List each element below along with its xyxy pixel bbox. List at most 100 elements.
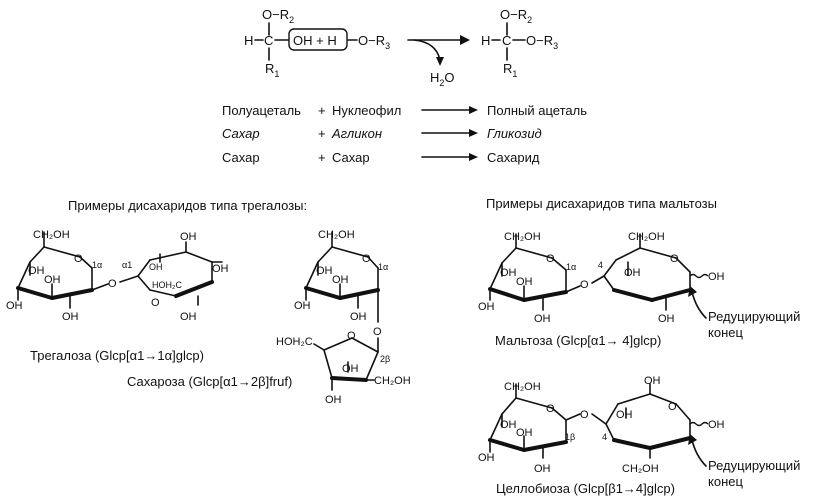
svg-text:O: O: [108, 278, 117, 290]
svg-text:O: O: [670, 253, 679, 265]
reaction-scheme: O−R2 H C OH + H O−R3 R1 H2O O−R2 H C O−R…: [244, 7, 558, 88]
svg-text:OH: OH: [180, 311, 197, 323]
left-c: C: [264, 33, 273, 48]
left-h: H: [244, 33, 253, 48]
row-1-a: Полуацеталь: [222, 103, 301, 118]
right-r1: R1: [503, 61, 517, 79]
right-h: H: [481, 33, 490, 48]
svg-text:4: 4: [602, 432, 607, 442]
svg-text:OH: OH: [316, 265, 333, 277]
svg-text:OH: OH: [534, 313, 551, 325]
cellobiose-structure: O CH₂OH OH OH OH OH 1β O 4 O OH OH CH₂OH…: [478, 375, 800, 496]
svg-text:O: O: [373, 326, 382, 338]
svg-text:OH: OH: [644, 375, 661, 387]
row-1-result: Полный ацеталь: [487, 103, 587, 118]
sucrose-structure: O CH₂OH OH OH OH OH 1α O O 2β HOH₂C OH O…: [127, 229, 411, 406]
svg-text:CH₂OH: CH₂OH: [318, 229, 355, 241]
right-o-r2: O−R2: [500, 7, 532, 25]
trehalose-structure: O CH₂OH OH OH OH OH 1α O α1 O OH OH OH H…: [6, 229, 229, 363]
row-3-plus: +: [318, 150, 326, 165]
svg-text:4: 4: [598, 260, 603, 270]
svg-text:OH: OH: [534, 463, 551, 475]
row-1-b: Нуклеофил: [332, 103, 401, 118]
row-3-a: Сахар: [222, 150, 260, 165]
cellobiose-reducing-label-1: Редуцирующий: [708, 458, 800, 473]
svg-text:CH₂OH: CH₂OH: [622, 463, 659, 475]
maltose-reducing-label-1: Редуцирующий: [708, 309, 800, 324]
caption-trehalose: Трегалоза (Glcp[α1→1α]glcp): [30, 348, 204, 363]
svg-text:O: O: [347, 330, 356, 342]
maltose-structure: O CH₂OH OH OH OH OH 1α O 4 O CH₂OH OH OH…: [478, 231, 800, 348]
maltose-reducing-label-2: конец: [708, 325, 743, 340]
svg-text:CH₂OH: CH₂OH: [374, 375, 411, 387]
svg-text:1α: 1α: [92, 260, 102, 270]
analogy-rows: Полуацеталь + Нуклеофил Полный ацеталь С…: [222, 103, 587, 165]
svg-text:OH: OH: [149, 262, 163, 272]
left-r1: R1: [265, 61, 279, 79]
svg-text:OH: OH: [332, 274, 349, 286]
svg-text:OH: OH: [180, 231, 197, 243]
svg-text:O: O: [580, 409, 589, 421]
svg-text:OH: OH: [44, 274, 61, 286]
svg-text:O: O: [546, 253, 555, 265]
svg-text:O: O: [151, 297, 160, 309]
row-2-b: Агликон: [331, 126, 382, 141]
svg-text:OH: OH: [478, 452, 495, 464]
svg-text:OH: OH: [62, 311, 79, 323]
heading-maltose-type: Примеры дисахаридов типа мальтозы: [486, 196, 717, 211]
svg-text:O: O: [580, 279, 589, 291]
svg-text:CH₂OH: CH₂OH: [33, 229, 70, 241]
svg-text:OH: OH: [342, 363, 359, 375]
svg-text:CH₂OH: CH₂OH: [504, 231, 541, 243]
svg-text:OH: OH: [212, 263, 229, 275]
svg-text:OH: OH: [500, 419, 517, 431]
row-1-plus: +: [318, 103, 326, 118]
svg-text:O: O: [74, 253, 83, 265]
right-o-r3: O−R3: [526, 33, 558, 51]
svg-text:OH: OH: [516, 427, 533, 439]
svg-text:2β: 2β: [380, 354, 390, 364]
svg-text:OH: OH: [708, 271, 725, 283]
right-c: C: [502, 33, 511, 48]
svg-text:OH: OH: [294, 300, 311, 312]
boxed-oh-h: OH + H: [293, 33, 337, 48]
row-2-plus: +: [318, 126, 326, 141]
svg-text:OH: OH: [28, 265, 45, 277]
row-2-a: Сахар: [222, 126, 260, 141]
row-3-b: Сахар: [332, 150, 370, 165]
water-elimination-box: [288, 28, 348, 51]
left-o-r3: O−R3: [358, 33, 390, 51]
svg-text:OH: OH: [325, 394, 342, 406]
caption-cellobiose: Целлобиоза (Glcp[β1→4]glcp): [496, 481, 675, 496]
svg-text:1α: 1α: [378, 262, 388, 272]
svg-text:1α: 1α: [566, 262, 576, 272]
svg-text:OH: OH: [500, 267, 517, 279]
svg-text:HOH₂C: HOH₂C: [152, 280, 182, 290]
svg-text:OH: OH: [516, 276, 533, 288]
caption-maltose: Мальтоза (Glcp[α1→ 4]glcp): [495, 333, 661, 348]
svg-text:CH₂OH: CH₂OH: [628, 231, 665, 243]
svg-text:OH: OH: [6, 300, 23, 312]
water-label: H2O: [430, 70, 455, 88]
svg-text:OH: OH: [624, 267, 641, 279]
svg-text:OH: OH: [708, 419, 725, 431]
caption-sucrose: Сахароза (Glcp[α1→2β]fruf): [127, 374, 292, 389]
svg-text:O: O: [668, 401, 677, 413]
cellobiose-reducing-label-2: конец: [708, 474, 743, 489]
svg-text:OH: OH: [658, 313, 675, 325]
svg-text:HOH₂C: HOH₂C: [276, 336, 313, 348]
svg-text:α1: α1: [122, 260, 132, 270]
reaction-arrowhead: [460, 35, 470, 45]
svg-text:1β: 1β: [565, 432, 575, 442]
svg-text:O: O: [362, 253, 371, 265]
row-3-result: Сахарид: [487, 150, 540, 165]
svg-text:O: O: [546, 403, 555, 415]
svg-text:OH: OH: [350, 311, 367, 323]
left-o-r2: O−R2: [262, 7, 294, 25]
svg-text:CH₂OH: CH₂OH: [504, 381, 541, 393]
svg-text:OH: OH: [616, 409, 633, 421]
heading-trehalose-type: Примеры дисахаридов типа трегалозы:: [68, 198, 307, 213]
row-2-result: Гликозид: [487, 126, 542, 141]
svg-text:OH: OH: [478, 301, 495, 313]
